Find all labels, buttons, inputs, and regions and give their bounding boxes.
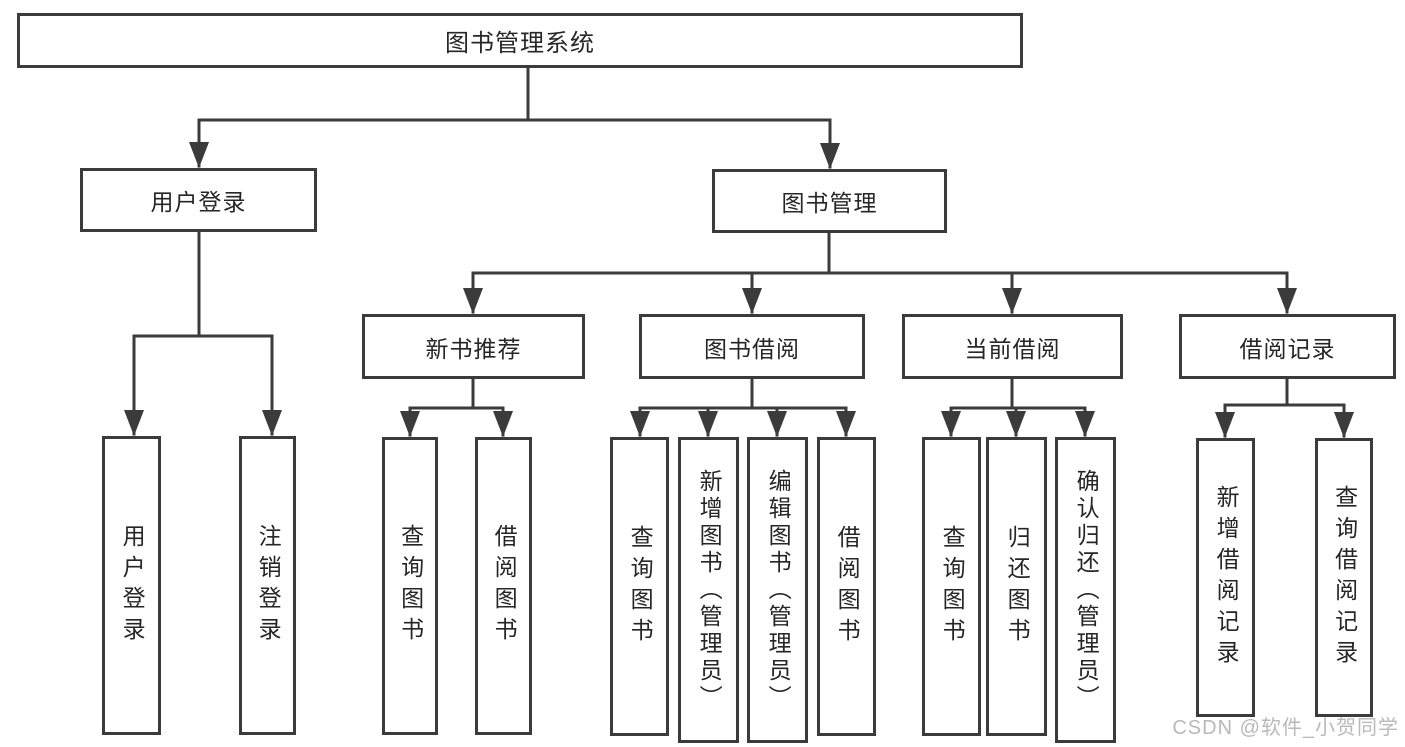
node-user-login: 用户登录 bbox=[80, 168, 317, 232]
leaf-confirm-return-admin: 确认归还（管理员） bbox=[1055, 437, 1116, 743]
leaf-edit-books-admin: 编辑图书（管理员） bbox=[747, 437, 808, 743]
leaf-borrow-books-recommendation: 借阅图书 bbox=[475, 437, 532, 735]
leaf-query-books-borrowing: 查询图书 bbox=[610, 437, 669, 736]
csdn-watermark: CSDN @软件_小贺同学 bbox=[1172, 717, 1399, 739]
node-current-borrowing: 当前借阅 bbox=[902, 314, 1123, 379]
node-book-borrowing: 图书借阅 bbox=[639, 314, 865, 379]
leaf-add-books-admin: 新增图书（管理员） bbox=[678, 437, 739, 743]
node-library-management-system: 图书管理系统 bbox=[17, 13, 1023, 68]
leaf-query-borrow-record: 查询借阅记录 bbox=[1315, 438, 1373, 717]
node-book-management: 图书管理 bbox=[712, 169, 947, 233]
leaf-user-login: 用户登录 bbox=[102, 436, 161, 735]
node-new-book-recommendation: 新书推荐 bbox=[362, 314, 585, 379]
leaf-logout: 注销登录 bbox=[239, 436, 296, 735]
node-borrowing-records: 借阅记录 bbox=[1179, 314, 1396, 379]
leaf-add-borrow-record: 新增借阅记录 bbox=[1196, 438, 1255, 717]
leaf-query-books-recommendation: 查询图书 bbox=[382, 437, 438, 735]
leaf-return-books: 归还图书 bbox=[986, 437, 1047, 736]
leaf-query-books-current: 查询图书 bbox=[922, 437, 981, 736]
leaf-borrow-books: 借阅图书 bbox=[817, 437, 876, 736]
